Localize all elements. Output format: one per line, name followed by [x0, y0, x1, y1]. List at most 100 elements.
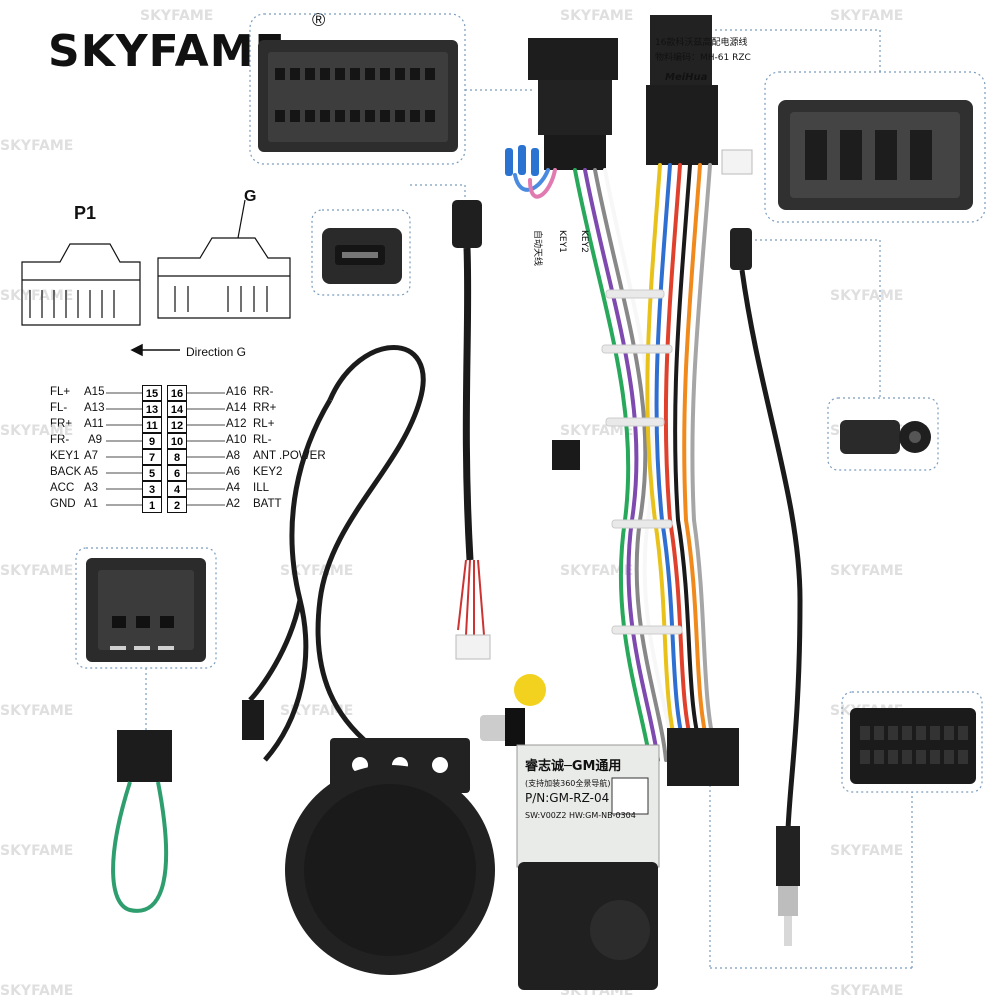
- harness-connector-top-left: [528, 38, 618, 170]
- pin-box-left: 13: [142, 401, 162, 417]
- pin-name-right: RL+: [253, 418, 275, 430]
- harness-connector-top-right: [646, 15, 718, 165]
- pin-code-right: A10: [226, 434, 247, 446]
- pin-name-left: FL+: [50, 386, 71, 398]
- watermark: SKYFAME: [0, 138, 73, 154]
- pin-code-right: A8: [226, 450, 241, 462]
- pin-code-right: A16: [226, 386, 247, 398]
- pin-box-left: 1: [142, 497, 162, 513]
- pin-code-left: A5: [84, 466, 99, 478]
- g-label: G: [244, 188, 257, 205]
- watermark: SKYFAME: [0, 843, 73, 859]
- callout-box-main-connector: [249, 13, 466, 165]
- can-connector-closeup: [778, 100, 973, 210]
- watermark: SKYFAME: [830, 983, 903, 999]
- watermark: SKYFAME: [830, 843, 903, 859]
- pin-box-left: 11: [142, 417, 162, 433]
- antenna-connector-closeup: [840, 420, 931, 454]
- small-connector-closeup: [86, 558, 206, 662]
- control-box: [516, 744, 660, 990]
- pin-box-left: 7: [142, 449, 162, 465]
- harness-bottom-connector: [667, 728, 739, 786]
- pin-box-right: 10: [167, 433, 187, 449]
- connector-tag-line1: 16款科沃兹高配电源线: [655, 36, 747, 48]
- pinout-connector-lines: [106, 392, 225, 506]
- key2-tag: KEY2: [579, 230, 589, 253]
- pin-name-left: GND: [50, 498, 76, 510]
- pin-box-right: 2: [167, 497, 187, 513]
- main-connector-closeup: [258, 40, 458, 152]
- watermark: SKYFAME: [830, 8, 903, 24]
- pin-name-left: FL-: [50, 402, 68, 414]
- pin-box-right: 4: [167, 481, 187, 497]
- connector-tag-line2: 物料编码：MH-61 RZC: [655, 51, 751, 63]
- watermark: SKYFAME: [0, 983, 73, 999]
- watermark: SKYFAME: [0, 423, 73, 439]
- callout-boxes: [75, 13, 986, 969]
- rca-plug: [480, 674, 546, 746]
- pin-code-right: A2: [226, 498, 241, 510]
- pin-code-left: A15: [84, 386, 105, 398]
- pin-code-right: A12: [226, 418, 247, 430]
- pin-code-right: A14: [226, 402, 247, 414]
- cable-ties: [601, 289, 683, 635]
- box-part-number: P/N:GM-RZ-04: [525, 791, 609, 805]
- pin-code-left: A9: [88, 434, 103, 446]
- callout-box-usb: [311, 209, 411, 296]
- pin-box-left: 9: [142, 433, 162, 449]
- pin-box-right: 8: [167, 449, 187, 465]
- pin-name-left: BACK: [50, 466, 82, 478]
- pin-box-left: 3: [142, 481, 162, 497]
- pin-code-right: A6: [226, 466, 241, 478]
- connector-brand: MeiHua: [665, 72, 708, 83]
- watermark: SKYFAME: [0, 703, 73, 719]
- pin-name-left: ACC: [50, 482, 75, 494]
- pin-box-right: 16: [167, 385, 187, 401]
- p1-connector-drawing: [21, 243, 141, 326]
- box-title: 睿志诚─GM通用: [525, 758, 621, 774]
- pin-box-right: 14: [167, 401, 187, 417]
- registered-mark: ®: [312, 10, 326, 30]
- watermark: SKYFAME: [0, 563, 73, 579]
- box-sw-hw: SW:V00Z2 HW:GM-NB-0304: [525, 811, 636, 820]
- mic-cable: [248, 345, 426, 762]
- brand-logo: SKYFAME: [48, 26, 286, 77]
- antenna-cable: [730, 228, 803, 946]
- pin-name-right: RR-: [253, 386, 274, 398]
- callout-box-can-connector: [764, 71, 986, 223]
- watermark: SKYFAME: [560, 8, 633, 24]
- wire-bundle: [513, 163, 720, 762]
- pin-name-right: RR+: [253, 402, 277, 414]
- pin-name-left: KEY1: [50, 450, 80, 462]
- pin-box-left: 15: [142, 385, 162, 401]
- harness-2pin-connector: [552, 440, 580, 470]
- pin-name-right: BATT: [253, 498, 282, 510]
- speaker: [285, 738, 495, 975]
- iso-connector-closeup: [850, 708, 976, 784]
- watermark: SKYFAME: [560, 563, 633, 579]
- box-subtitle: (支持加装360全景导航): [525, 778, 611, 788]
- harness-white-connector: [721, 149, 753, 175]
- mic-plug: [242, 700, 264, 740]
- blue-pins: [505, 145, 539, 176]
- pin-box-left: 5: [142, 465, 162, 481]
- pin-box-right: 12: [167, 417, 187, 433]
- watermark: SKYFAME: [140, 8, 213, 24]
- watermark: SKYFAME: [280, 563, 353, 579]
- pin-name-left: FR+: [50, 418, 73, 430]
- pin-code-left: A11: [84, 418, 104, 430]
- usb-cable: [452, 200, 491, 660]
- watermark: SKYFAME: [830, 563, 903, 579]
- pin-code-left: A7: [84, 450, 99, 462]
- wire-tag: 自动天线: [532, 230, 544, 266]
- key1-tag: KEY1: [557, 230, 567, 253]
- callout-box-antenna: [827, 397, 939, 471]
- watermark: SKYFAME: [560, 423, 633, 439]
- pin-name-right: KEY2: [253, 466, 283, 478]
- g-connector-drawing: [157, 199, 291, 319]
- pin-code-left: A3: [84, 482, 99, 494]
- usb-port-closeup: [322, 228, 402, 284]
- watermark: SKYFAME: [830, 288, 903, 304]
